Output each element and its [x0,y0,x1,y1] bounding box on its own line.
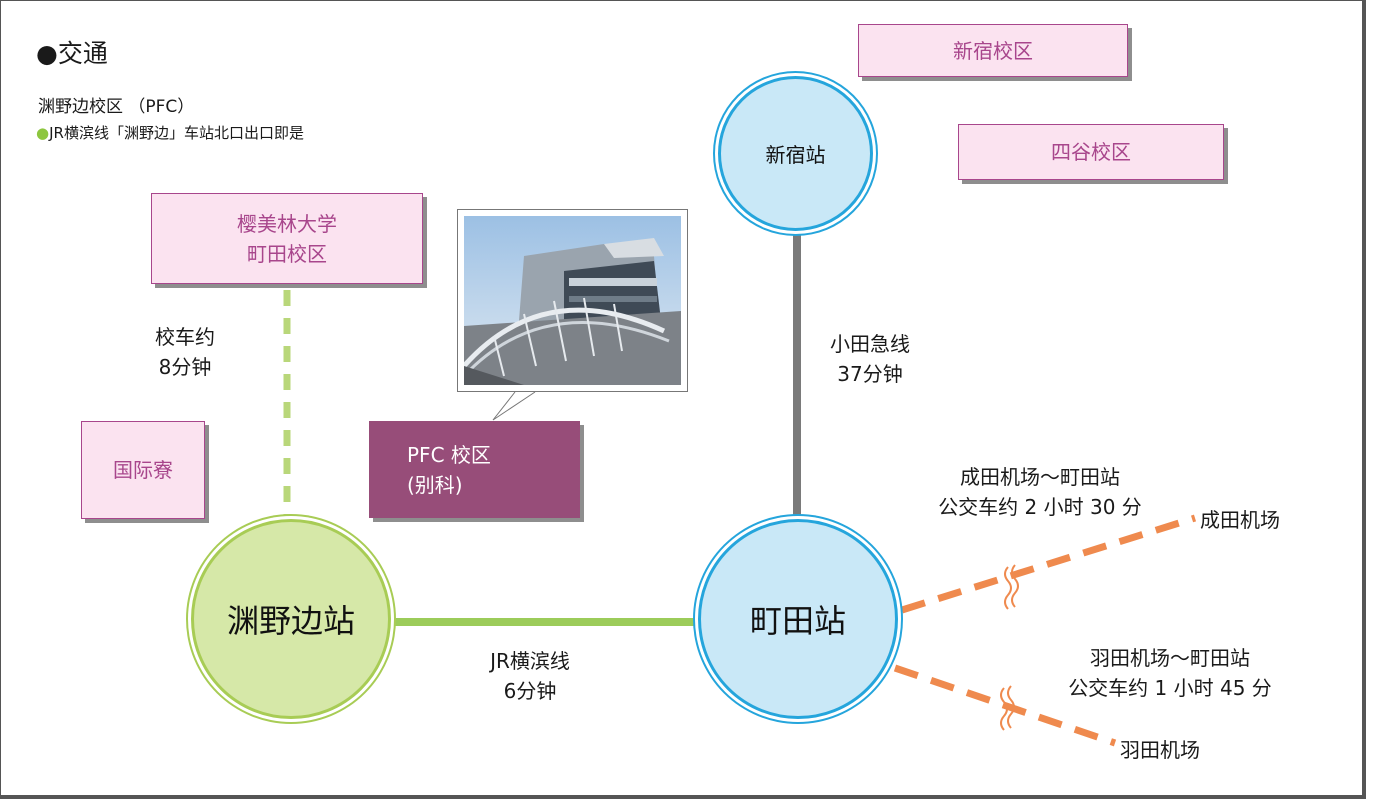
shinjuku-station: 新宿站 [718,76,873,231]
shuttle-bus-line1: 校车约 [155,325,215,349]
shinjuku-campus-label: 新宿校区 [953,38,1033,63]
yotsuya-campus-box: 四谷校区 [958,124,1224,180]
yotsuya-campus-label: 四谷校区 [1051,140,1131,164]
shuttle-bus-label: 校车约 8分钟 [130,322,240,382]
campus-building-photo [457,209,688,392]
obirin-line1: 樱美林大学 [237,211,337,236]
narita-bus-line [900,514,1197,614]
haneda-route-line1: 羽田机场〜町田站 [1090,646,1250,670]
jr-line2: 6分钟 [503,679,557,703]
wavy-break-icon [1000,685,1015,731]
fuchinobe-station-label: 渊野边站 [226,602,355,640]
narita-route-line2: 公交车约 2 小时 30 分 [938,495,1142,519]
jr-label: JR横滨线 6分钟 [470,646,590,706]
narita-airport-label: 成田机场 [1200,508,1280,532]
haneda-route-line2: 公交车约 1 小时 45 分 [1068,676,1272,700]
machida-station-label: 町田站 [749,602,846,640]
haneda-route-label: 羽田机场〜町田站 公交车约 1 小时 45 分 [1050,643,1290,703]
pfc-campus-box: PFC 校区 (别科) [369,421,580,518]
pfc-line1: PFC 校区 [407,442,491,467]
obirin-machida-campus-box: 樱美林大学 町田校区 [151,193,423,284]
campus-subtitle: 渊野边校区 （PFC） [38,97,195,117]
jr-line1: JR横滨线 [490,649,570,673]
access-note-text: JR横滨线「渊野边」车站北口出口即是 [49,124,304,142]
pfc-line2: (别科) [407,472,463,497]
international-dorm-box: 国际寮 [81,421,205,519]
shinjuku-station-label: 新宿站 [765,143,826,167]
narita-route-line1: 成田机场〜町田站 [960,465,1120,489]
fuchinobe-station: 渊野边站 [191,519,391,719]
odakyu-line2: 37分钟 [837,362,903,386]
machida-station: 町田站 [698,519,898,719]
narita-route-label: 成田机场〜町田站 公交车约 2 小时 30 分 [925,462,1155,522]
photo-callout-pointer [492,391,536,421]
haneda-bus-line [893,664,1117,747]
shinjuku-campus-box: 新宿校区 [858,24,1128,77]
haneda-airport-label: 羽田机场 [1120,738,1200,762]
wavy-break-icon [1004,564,1019,610]
access-note: ●JR横滨线「渊野边」车站北口出口即是 [36,122,304,143]
green-bullet-icon: ● [36,124,50,142]
campus-photo-image [462,216,681,385]
shuttle-bus-line2: 8分钟 [158,355,212,379]
obirin-line2: 町田校区 [247,241,327,266]
section-title: ●交通 [36,39,108,68]
odakyu-label: 小田急线 37分钟 [810,329,930,389]
odakyu-line1: 小田急线 [830,332,910,356]
dorm-label: 国际寮 [113,458,173,482]
